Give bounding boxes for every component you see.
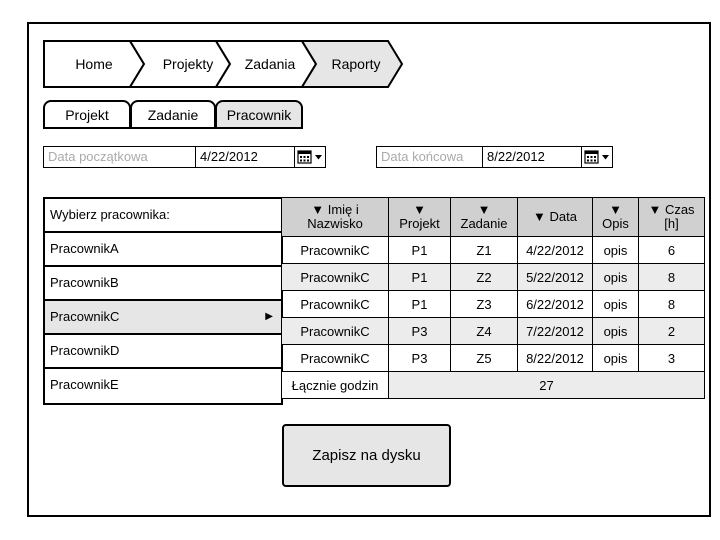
date-start-label: Data początkowa: [43, 146, 196, 168]
column-header-date[interactable]: ▼ Data: [517, 197, 593, 237]
cell-date: 6/22/2012: [517, 290, 593, 318]
save-to-disk-button[interactable]: Zapisz na dysku: [282, 424, 451, 487]
cell-project: P3: [388, 317, 451, 345]
employee-list-header: Wybierz pracownika:: [45, 199, 281, 233]
cell-task: Z5: [450, 344, 518, 372]
cell-name: PracownikC: [281, 317, 389, 345]
cell-date: 4/22/2012: [517, 236, 593, 264]
table-header-row: ▼ Imię i Nazwisko ▼ Projekt ▼ Zadanie ▼ …: [281, 197, 705, 237]
cell-task: Z1: [450, 236, 518, 264]
cell-description: opis: [592, 236, 639, 264]
employee-item-d[interactable]: PracownikD: [45, 335, 281, 369]
cell-date: 7/22/2012: [517, 317, 593, 345]
table-total-row: Łącznie godzin 27: [281, 371, 705, 399]
column-header-time[interactable]: ▼ Czas [h]: [638, 197, 705, 237]
date-end-input[interactable]: 8/22/2012: [482, 146, 582, 168]
total-hours-value: 27: [388, 371, 705, 399]
column-header-project[interactable]: ▼ Projekt: [388, 197, 451, 237]
sort-arrow-icon: ▼: [609, 202, 622, 217]
cell-name: PracownikC: [281, 290, 389, 318]
chevron-right-icon: ▶: [265, 311, 273, 322]
date-start-input[interactable]: 4/22/2012: [195, 146, 295, 168]
crumb-raporty-shape[interactable]: [300, 40, 404, 88]
dropdown-arrow-icon: [315, 155, 322, 160]
date-end-picker-button[interactable]: [581, 146, 613, 168]
cell-hours: 3: [638, 344, 705, 372]
cell-hours: 2: [638, 317, 705, 345]
crumb-zadania[interactable]: Zadania: [244, 56, 296, 72]
cell-description: opis: [592, 317, 639, 345]
table-row[interactable]: PracownikC P1 Z3 6/22/2012 opis 8: [281, 290, 705, 318]
calendar-icon: [297, 150, 322, 164]
cell-description: opis: [592, 263, 639, 291]
employee-item-b[interactable]: PracownikB: [45, 267, 281, 301]
column-header-name[interactable]: ▼ Imię i Nazwisko: [281, 197, 389, 237]
calendar-icon: [584, 150, 609, 164]
cell-description: opis: [592, 344, 639, 372]
tab-underline: [43, 127, 303, 129]
crumb-projekty[interactable]: Projekty: [162, 56, 214, 72]
column-header-task[interactable]: ▼ Zadanie: [450, 197, 518, 237]
column-header-description[interactable]: ▼ Opis: [592, 197, 639, 237]
table-row[interactable]: PracownikC P3 Z4 7/22/2012 opis 2: [281, 317, 705, 345]
employee-item-label: PracownikC: [50, 309, 120, 324]
dropdown-arrow-icon: [602, 155, 609, 160]
date-end-label: Data końcowa: [376, 146, 483, 168]
employee-item-e[interactable]: PracownikE: [45, 369, 281, 403]
cell-project: P3: [388, 344, 451, 372]
tab-zadanie[interactable]: Zadanie: [130, 100, 216, 128]
table-row[interactable]: PracownikC P1 Z2 5/22/2012 opis 8: [281, 263, 705, 291]
cell-description: opis: [592, 290, 639, 318]
cell-hours: 8: [638, 263, 705, 291]
sort-arrow-icon: ▼: [533, 209, 546, 224]
table-row[interactable]: PracownikC P1 Z1 4/22/2012 opis 6: [281, 236, 705, 264]
cell-hours: 6: [638, 236, 705, 264]
cell-project: P1: [388, 290, 451, 318]
cell-project: P1: [388, 263, 451, 291]
cell-name: PracownikC: [281, 236, 389, 264]
cell-name: PracownikC: [281, 344, 389, 372]
breadcrumb: Home Projekty Zadania Raporty: [43, 40, 413, 88]
sort-arrow-icon: ▼: [311, 202, 325, 217]
cell-task: Z2: [450, 263, 518, 291]
sort-arrow-icon: ▼: [477, 202, 491, 217]
table-row[interactable]: PracownikC P3 Z5 8/22/2012 opis 3: [281, 344, 705, 372]
breadcrumb-shapes: [43, 40, 404, 88]
crumb-raporty[interactable]: Raporty: [331, 56, 381, 72]
employee-item-a[interactable]: PracownikA: [45, 233, 281, 267]
cell-name: PracownikC: [281, 263, 389, 291]
cell-task: Z4: [450, 317, 518, 345]
sort-arrow-icon: ▼: [413, 202, 426, 217]
sort-arrow-icon: ▼: [648, 202, 662, 217]
tab-pracownik[interactable]: Pracownik: [215, 100, 303, 128]
report-table: ▼ Imię i Nazwisko ▼ Projekt ▼ Zadanie ▼ …: [281, 197, 705, 399]
cell-hours: 8: [638, 290, 705, 318]
cell-date: 5/22/2012: [517, 263, 593, 291]
employee-list: Wybierz pracownika: PracownikA Pracownik…: [43, 197, 283, 405]
cell-project: P1: [388, 236, 451, 264]
crumb-home[interactable]: Home: [75, 56, 113, 72]
window-frame: [27, 22, 711, 517]
employee-item-c[interactable]: PracownikC ▶: [45, 301, 281, 335]
cell-task: Z3: [450, 290, 518, 318]
date-start-picker-button[interactable]: [294, 146, 326, 168]
tab-projekt[interactable]: Projekt: [43, 100, 131, 128]
total-hours-label: Łącznie godzin: [281, 371, 389, 399]
cell-date: 8/22/2012: [517, 344, 593, 372]
